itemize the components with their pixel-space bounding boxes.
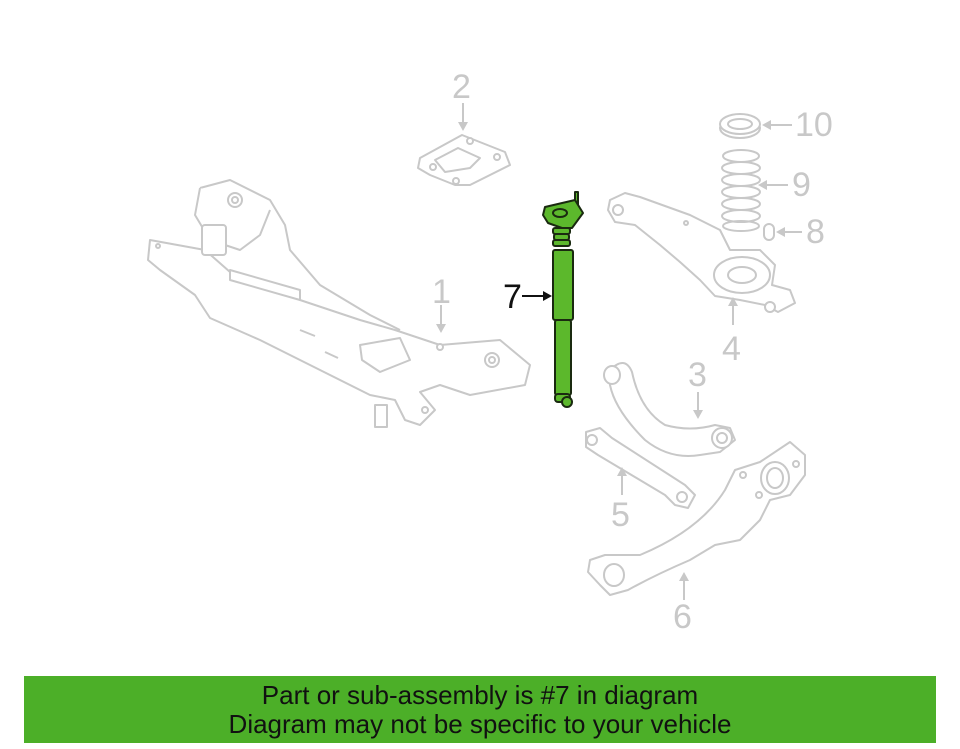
callout-9[interactable]: 9 [792,166,811,204]
banner-line-disclaimer: Diagram may not be specific to your vehi… [228,708,732,739]
arrow-2-icon [458,122,468,131]
callout-3[interactable]: 3 [688,356,707,394]
arrow-8-icon [776,227,785,237]
arrow-5-icon [617,467,627,476]
part-4-lower-arm[interactable] [607,192,796,313]
info-banner: Part or sub-assembly is #7 in diagram Di… [24,676,936,743]
part-5-lateral-link[interactable] [585,427,696,509]
part-3-upper-arm[interactable] [603,362,736,457]
callout-1[interactable]: 1 [432,273,451,311]
parts-diagram [147,103,806,600]
callout-2[interactable]: 2 [452,68,471,106]
callout-7[interactable]: 7 [503,278,522,316]
callout-10[interactable]: 10 [795,106,833,144]
arrow-10-icon [762,120,771,130]
callout-5[interactable]: 5 [611,496,630,534]
part-7-shock-absorber[interactable] [542,191,584,408]
part-6-trailing-arm[interactable] [587,441,806,596]
arrow-6-icon [679,572,689,581]
banner-line-part-number: Part or sub-assembly is #7 in diagram [261,679,699,710]
arrow-9-icon [758,180,767,190]
callout-6[interactable]: 6 [673,598,692,636]
part-10-insulator[interactable] [719,113,761,139]
callout-8[interactable]: 8 [806,213,825,251]
arrow-7-icon [543,291,552,301]
part-8-bump-stop[interactable] [763,223,775,241]
part-9-coil-spring[interactable] [721,149,761,232]
callout-4[interactable]: 4 [722,330,741,368]
part-1-crossmember[interactable] [147,179,531,428]
part-2-bracket[interactable] [417,134,511,186]
arrow-3-icon [693,410,703,419]
arrow-4-icon [728,297,738,306]
arrow-1-icon [436,324,446,333]
